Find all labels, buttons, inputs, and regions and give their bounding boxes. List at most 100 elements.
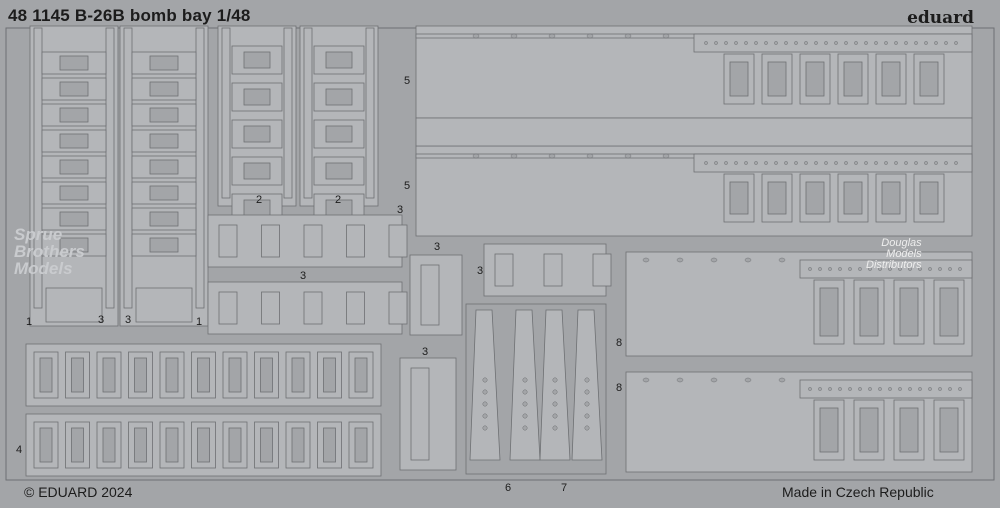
etch-hole: [714, 161, 718, 165]
shackle-cell: [543, 253, 563, 287]
bomb-window: [323, 427, 336, 463]
etch-hole: [794, 161, 798, 165]
etch-hole: [848, 387, 852, 391]
part-number: 3: [300, 270, 307, 282]
etch-hole: [854, 161, 858, 165]
etch-hole: [944, 41, 948, 45]
rack-rail: [123, 27, 133, 309]
shackle-cell: [346, 291, 365, 325]
rack-window: [325, 88, 353, 106]
bomb-window: [323, 357, 336, 393]
etch-hole: [724, 41, 728, 45]
door-opening: [805, 61, 825, 97]
part-number: 3: [434, 241, 441, 253]
bomb-window: [134, 427, 147, 463]
etch-hole: [774, 41, 778, 45]
etch-hole: [778, 257, 786, 263]
rack-rail: [105, 27, 115, 309]
door-opening: [843, 181, 863, 215]
part-number: 5: [404, 180, 411, 192]
rack-cell: [313, 82, 365, 112]
etch-hole: [642, 377, 650, 383]
rack-window: [59, 107, 89, 123]
shackle-cell: [218, 224, 238, 258]
etch-hole: [854, 41, 858, 45]
fin-frame: [465, 303, 607, 475]
etch-hole: [676, 257, 684, 263]
etch-hole: [794, 41, 798, 45]
etch-hole: [824, 41, 828, 45]
bomb-window: [134, 357, 147, 393]
etch-hole: [894, 41, 898, 45]
watermark-sbm: Sprue Brothers Models: [14, 226, 85, 277]
part-number: 1: [196, 316, 203, 328]
bomb-window: [39, 357, 53, 393]
etch-hole: [642, 257, 650, 263]
etch-hole: [584, 389, 590, 395]
etch-hole: [552, 377, 558, 383]
etch-hole: [808, 267, 812, 271]
door-opening: [819, 287, 839, 337]
door-rib-strip: [799, 379, 973, 399]
rack-window: [149, 55, 179, 71]
bomb-window: [354, 427, 368, 463]
bomb-window: [102, 357, 116, 393]
door-opening: [819, 407, 839, 453]
part-number: 3: [397, 204, 404, 216]
etch-hole: [818, 267, 822, 271]
rack-rail: [365, 27, 375, 199]
rack-window: [149, 211, 179, 227]
etch-hole: [804, 41, 808, 45]
etch-hole: [838, 267, 842, 271]
rack-tab: [135, 287, 193, 323]
etch-hole: [522, 425, 528, 431]
etch-hole: [954, 41, 958, 45]
etch-hole: [908, 267, 912, 271]
etch-hole: [828, 267, 832, 271]
etch-hole: [848, 267, 852, 271]
part-number: 6: [505, 482, 512, 494]
etch-hole: [482, 389, 488, 395]
etch-hole: [584, 401, 590, 407]
etch-hole: [868, 267, 872, 271]
etch-hole: [586, 33, 594, 39]
etch-hole: [934, 41, 938, 45]
door-opening: [843, 61, 863, 97]
etch-hole: [734, 161, 738, 165]
bomb-window: [165, 427, 179, 463]
bomb-window: [71, 427, 84, 463]
part-number: 3: [98, 314, 105, 326]
rack-tab: [45, 287, 103, 323]
door-opening: [767, 61, 787, 97]
rack-window: [59, 211, 89, 227]
etch-hole: [884, 41, 888, 45]
bomb-window: [354, 357, 368, 393]
door-opening: [859, 287, 879, 337]
etch-hole: [704, 161, 708, 165]
etch-hole: [908, 387, 912, 391]
rack-rail: [221, 27, 231, 199]
rack-rail: [303, 27, 313, 199]
part-number: 1: [26, 316, 33, 328]
etch-hole: [552, 389, 558, 395]
bomb-window: [260, 357, 273, 393]
etch-hole: [784, 161, 788, 165]
rack-window: [59, 185, 89, 201]
rack-window: [243, 51, 271, 69]
shackle-cell: [410, 367, 430, 461]
etch-hole: [824, 161, 828, 165]
bomb-window: [197, 357, 210, 393]
etch-hole: [934, 161, 938, 165]
etch-hole: [724, 161, 728, 165]
rack-window: [325, 162, 353, 180]
part-number: 8: [616, 382, 623, 394]
door-rib-strip: [799, 259, 973, 279]
etch-hole: [754, 161, 758, 165]
rack-window: [325, 51, 353, 69]
etch-hole: [958, 387, 962, 391]
etch-hole: [898, 387, 902, 391]
etch-hole: [834, 161, 838, 165]
part-number: 2: [256, 194, 263, 206]
rack-window: [149, 81, 179, 97]
part-number: 3: [477, 265, 484, 277]
